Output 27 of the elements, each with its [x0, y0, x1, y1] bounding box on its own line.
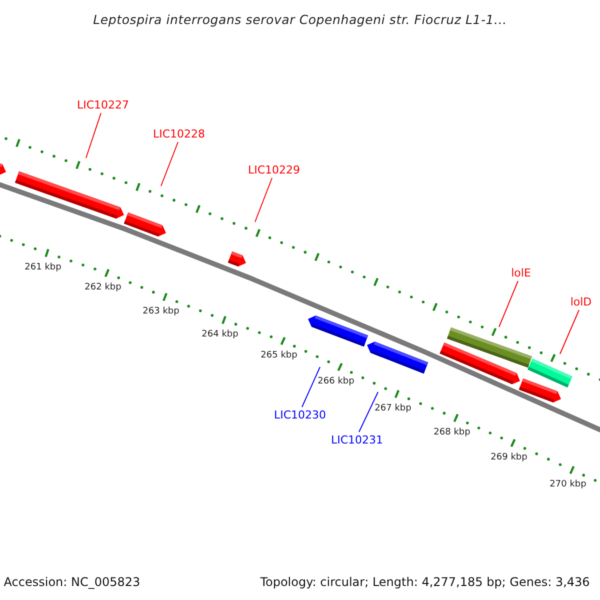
scale-label: 269 kbp: [490, 454, 528, 462]
scale-label: 266 kbp: [318, 378, 354, 386]
gene-label: LIC10229: [248, 164, 300, 176]
accession-text: Accession: NC_005823: [4, 576, 140, 588]
scale-label: 262 kbp: [84, 284, 122, 292]
leader-line: [254, 178, 272, 222]
leader-line: [560, 310, 580, 354]
scale-label: 270 kbp: [550, 480, 586, 490]
scale-label: 265 kbp: [260, 352, 298, 360]
genome-info-text: Topology: circular; Length: 4,277,185 bp; Genes: 3,436: [260, 576, 590, 588]
scale-label: 264 kbp: [202, 330, 238, 340]
gene-label: LIC10228: [152, 128, 206, 140]
gene-label: LIC10230: [274, 410, 326, 420]
gene-label: LIC10227: [76, 100, 130, 110]
scale-label: 267 kbp: [374, 404, 412, 414]
leader-line: [86, 112, 102, 158]
title: Leptospira interrogans serovar Copenhageni str. Fiocruz L1-1...: [93, 14, 507, 26]
leader-line: [302, 366, 320, 408]
leader-line: [160, 142, 178, 186]
gene-label: lolE: [511, 268, 531, 278]
gene-label: LIC10231: [330, 434, 384, 446]
gene-label: lolD: [570, 296, 592, 308]
scale-label: 261 kbp: [24, 264, 62, 272]
leader-line: [498, 280, 518, 328]
scale-label: 263 kbp: [142, 308, 180, 316]
scale-label: 268 kbp: [434, 428, 470, 438]
leader-line: [358, 392, 378, 432]
